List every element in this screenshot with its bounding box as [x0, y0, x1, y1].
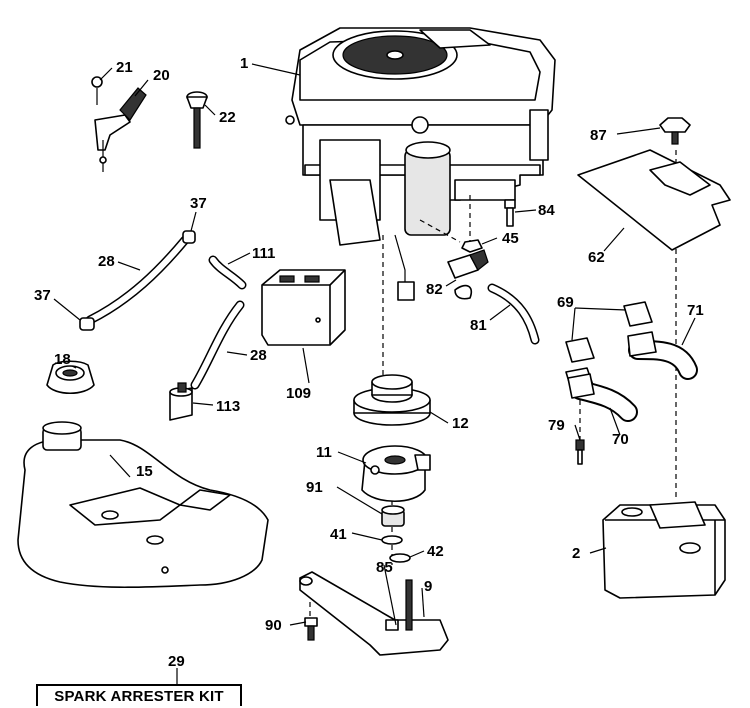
washer-42 [389, 553, 411, 563]
callout-85: 85 [376, 559, 393, 576]
breather-hose-81 [487, 283, 540, 345]
callout-20: 20 [153, 67, 170, 84]
fuel-cap-18 [46, 360, 95, 395]
callout-69: 69 [557, 294, 574, 311]
spark-arrester-kit-label: SPARK ARRESTER KIT [36, 684, 242, 706]
callout-37-lower: 37 [34, 287, 51, 304]
clutch-bracket-9 [299, 571, 449, 656]
callout-41: 41 [330, 526, 347, 543]
bolt-79 [575, 439, 585, 465]
callout-28-lower: 28 [250, 347, 267, 364]
spacer-91 [381, 505, 405, 527]
hose-clamp-37-lower [79, 317, 95, 331]
callout-29: 29 [168, 653, 185, 670]
callout-11: 11 [316, 444, 332, 461]
callout-45: 45 [502, 230, 519, 247]
callout-42: 42 [427, 543, 444, 560]
callout-81: 81 [470, 317, 487, 334]
callout-15: 15 [136, 463, 153, 480]
callout-2: 2 [572, 545, 580, 562]
bolt-85 [385, 579, 413, 631]
callout-28-upper: 28 [98, 253, 115, 270]
fuel-filter-113 [169, 382, 193, 421]
nut-45 [461, 239, 483, 253]
callout-87: 87 [590, 127, 607, 144]
callout-1: 1 [240, 55, 248, 72]
callout-12: 12 [452, 415, 469, 432]
callout-22: 22 [219, 109, 236, 126]
callout-70: 70 [612, 431, 629, 448]
muffler-2 [602, 501, 726, 599]
assembly-line-plug [419, 219, 461, 243]
spark-plug-82 [447, 249, 489, 300]
fuel-line-28-upper [85, 235, 190, 325]
heat-shield-62 [577, 149, 731, 251]
exhaust-pipe-70 [567, 373, 638, 422]
fuel-tank-15 [17, 421, 269, 589]
callout-37-upper: 37 [190, 195, 207, 212]
callout-90: 90 [265, 617, 282, 634]
washer-41 [381, 535, 403, 545]
knob-87 [659, 117, 691, 145]
exhaust-pipe-71 [627, 331, 698, 380]
callout-79: 79 [548, 417, 565, 434]
callout-62: 62 [588, 249, 605, 266]
fuel-line-111 [208, 255, 247, 290]
fuel-pump-109 [261, 269, 346, 346]
bolt-84 [504, 199, 516, 227]
callout-111: 111 [252, 245, 275, 262]
callout-18: 18 [54, 351, 71, 368]
bolt-90 [304, 617, 318, 641]
callout-84: 84 [538, 202, 555, 219]
callout-91: 91 [306, 479, 323, 496]
choke-knob [186, 91, 208, 149]
hose-clamp-37-upper [182, 230, 196, 244]
callout-21: 21 [116, 59, 133, 76]
callout-113: 113 [216, 398, 240, 415]
callout-82: 82 [426, 281, 443, 298]
callout-71: 71 [687, 302, 704, 319]
leader-lines [53, 63, 696, 684]
engine [285, 27, 556, 301]
fuel-line-28-lower [190, 300, 245, 390]
callout-9: 9 [424, 578, 432, 595]
pulley-12 [353, 374, 431, 426]
electric-clutch-11 [361, 445, 431, 502]
throttle-control [91, 76, 147, 172]
callout-109: 109 [286, 385, 311, 402]
